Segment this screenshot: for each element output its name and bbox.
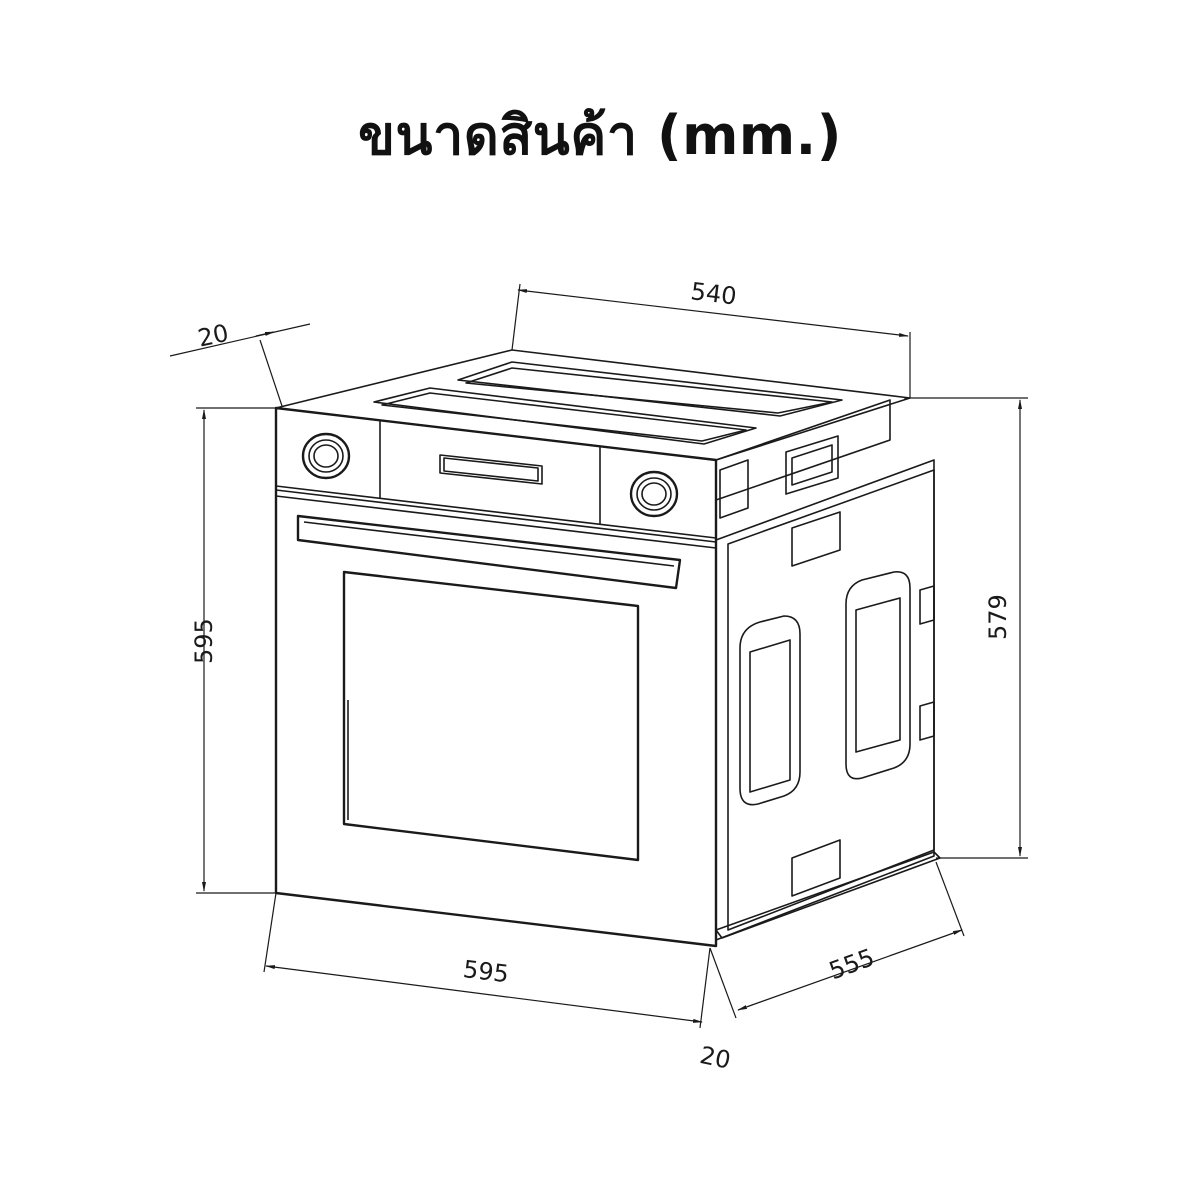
dim-bottom-depth: 555: [709, 861, 965, 1019]
dim-left-height: 595: [190, 407, 276, 894]
door-window: [342, 570, 640, 862]
dim-bottom-width: 595: [263, 892, 711, 1029]
dim-label-right-height: 579: [984, 594, 1012, 640]
oven-side-panel: [715, 399, 941, 941]
left-knob: [301, 432, 351, 480]
display-window: [439, 454, 543, 485]
dim-label-bottom-width: 595: [461, 955, 510, 988]
right-knob: [629, 470, 679, 518]
dim-bottom-front: 20: [697, 1041, 733, 1075]
door-handle: [296, 514, 682, 590]
page-title: ขนาดสินค้า (mm.): [358, 104, 842, 167]
dim-label-top-depth: 540: [689, 277, 738, 310]
dim-top-front: 20: [169, 319, 311, 407]
dim-right-height: 579: [904, 397, 1028, 859]
dim-top-depth: 540: [511, 277, 911, 398]
control-panel: [275, 407, 717, 549]
dim-label-bottom-front: 20: [697, 1041, 733, 1075]
oven-front-frame: [274, 406, 718, 948]
dim-label-top-front: 20: [195, 319, 231, 353]
dim-label-left-height: 595: [190, 618, 218, 664]
dim-label-bottom-depth: 555: [825, 943, 878, 985]
